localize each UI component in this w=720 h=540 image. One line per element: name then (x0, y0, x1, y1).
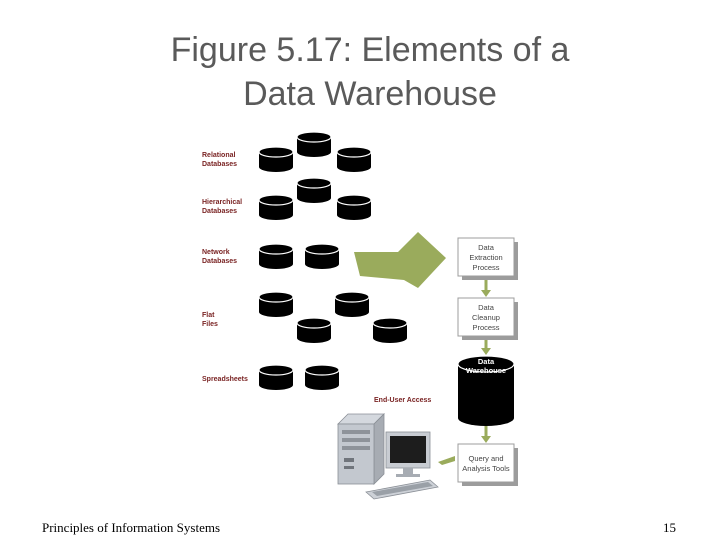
hierarchical-db-cylinder (258, 194, 294, 221)
flat-file-cylinder (258, 291, 294, 318)
spreadsheets-label: Spreadsheets (202, 376, 248, 383)
extraction-line-1: Data (478, 243, 495, 252)
spreadsheet-cylinder (304, 364, 340, 391)
network-db-cylinder (304, 243, 340, 270)
arrow-left-icon (438, 456, 455, 465)
relational-db-cylinder (258, 146, 294, 173)
relational-db-cylinder (296, 131, 332, 158)
network-label-2: Databases (202, 258, 237, 265)
arrow-down-icon (481, 436, 491, 443)
query-line-2: Analysis Tools (462, 464, 510, 473)
hierarchical-label-2: Databases (202, 208, 237, 215)
computer-icon (337, 413, 439, 500)
flat-file-cylinder (296, 317, 332, 344)
flat-file-cylinder (334, 291, 370, 318)
data-extraction-box (457, 237, 515, 277)
flow-arrow-icon (354, 232, 446, 288)
title-line-1: Figure 5.17: Elements of a (170, 31, 570, 69)
arrow-down-icon (481, 348, 491, 355)
end-user-access-label: End-User Access (374, 397, 431, 404)
query-line-1: Query and (468, 454, 503, 463)
network-label-1: Network (202, 249, 230, 256)
slide-title: Figure 5.17: Elements of a Data Warehous… (120, 28, 620, 116)
relational-label-2: Databases (202, 161, 237, 168)
network-db-cylinder (258, 243, 294, 270)
cleanup-line-1: Data (478, 303, 495, 312)
flat-file-cylinder (372, 317, 408, 344)
warehouse-line-2: Warehouse (466, 366, 506, 375)
relational-db-cylinder (336, 146, 372, 173)
warehouse-line-1: Data (478, 357, 495, 366)
title-line-2: Data Warehouse (243, 75, 497, 113)
spreadsheet-cylinder (258, 364, 294, 391)
data-cleanup-box (457, 297, 515, 337)
query-analysis-box (457, 443, 515, 483)
hierarchical-db-cylinder (336, 194, 372, 221)
cleanup-line-2: Cleanup (472, 313, 500, 322)
relational-label-1: Relational (202, 152, 236, 159)
arrow-down-icon (481, 290, 491, 297)
extraction-line-3: Process (472, 263, 499, 272)
hierarchical-label-1: Hierarchical (202, 199, 242, 206)
flat-files-label-1: Flat (202, 312, 215, 319)
flat-files-label-2: Files (202, 321, 218, 328)
footer-course-title: Principles of Information Systems (42, 520, 221, 535)
cleanup-line-3: Process (472, 323, 499, 332)
data-warehouse-cylinder (457, 355, 515, 426)
extraction-line-2: Extraction (469, 253, 502, 262)
hierarchical-db-cylinder (296, 177, 332, 204)
page-number: 15 (663, 520, 676, 535)
